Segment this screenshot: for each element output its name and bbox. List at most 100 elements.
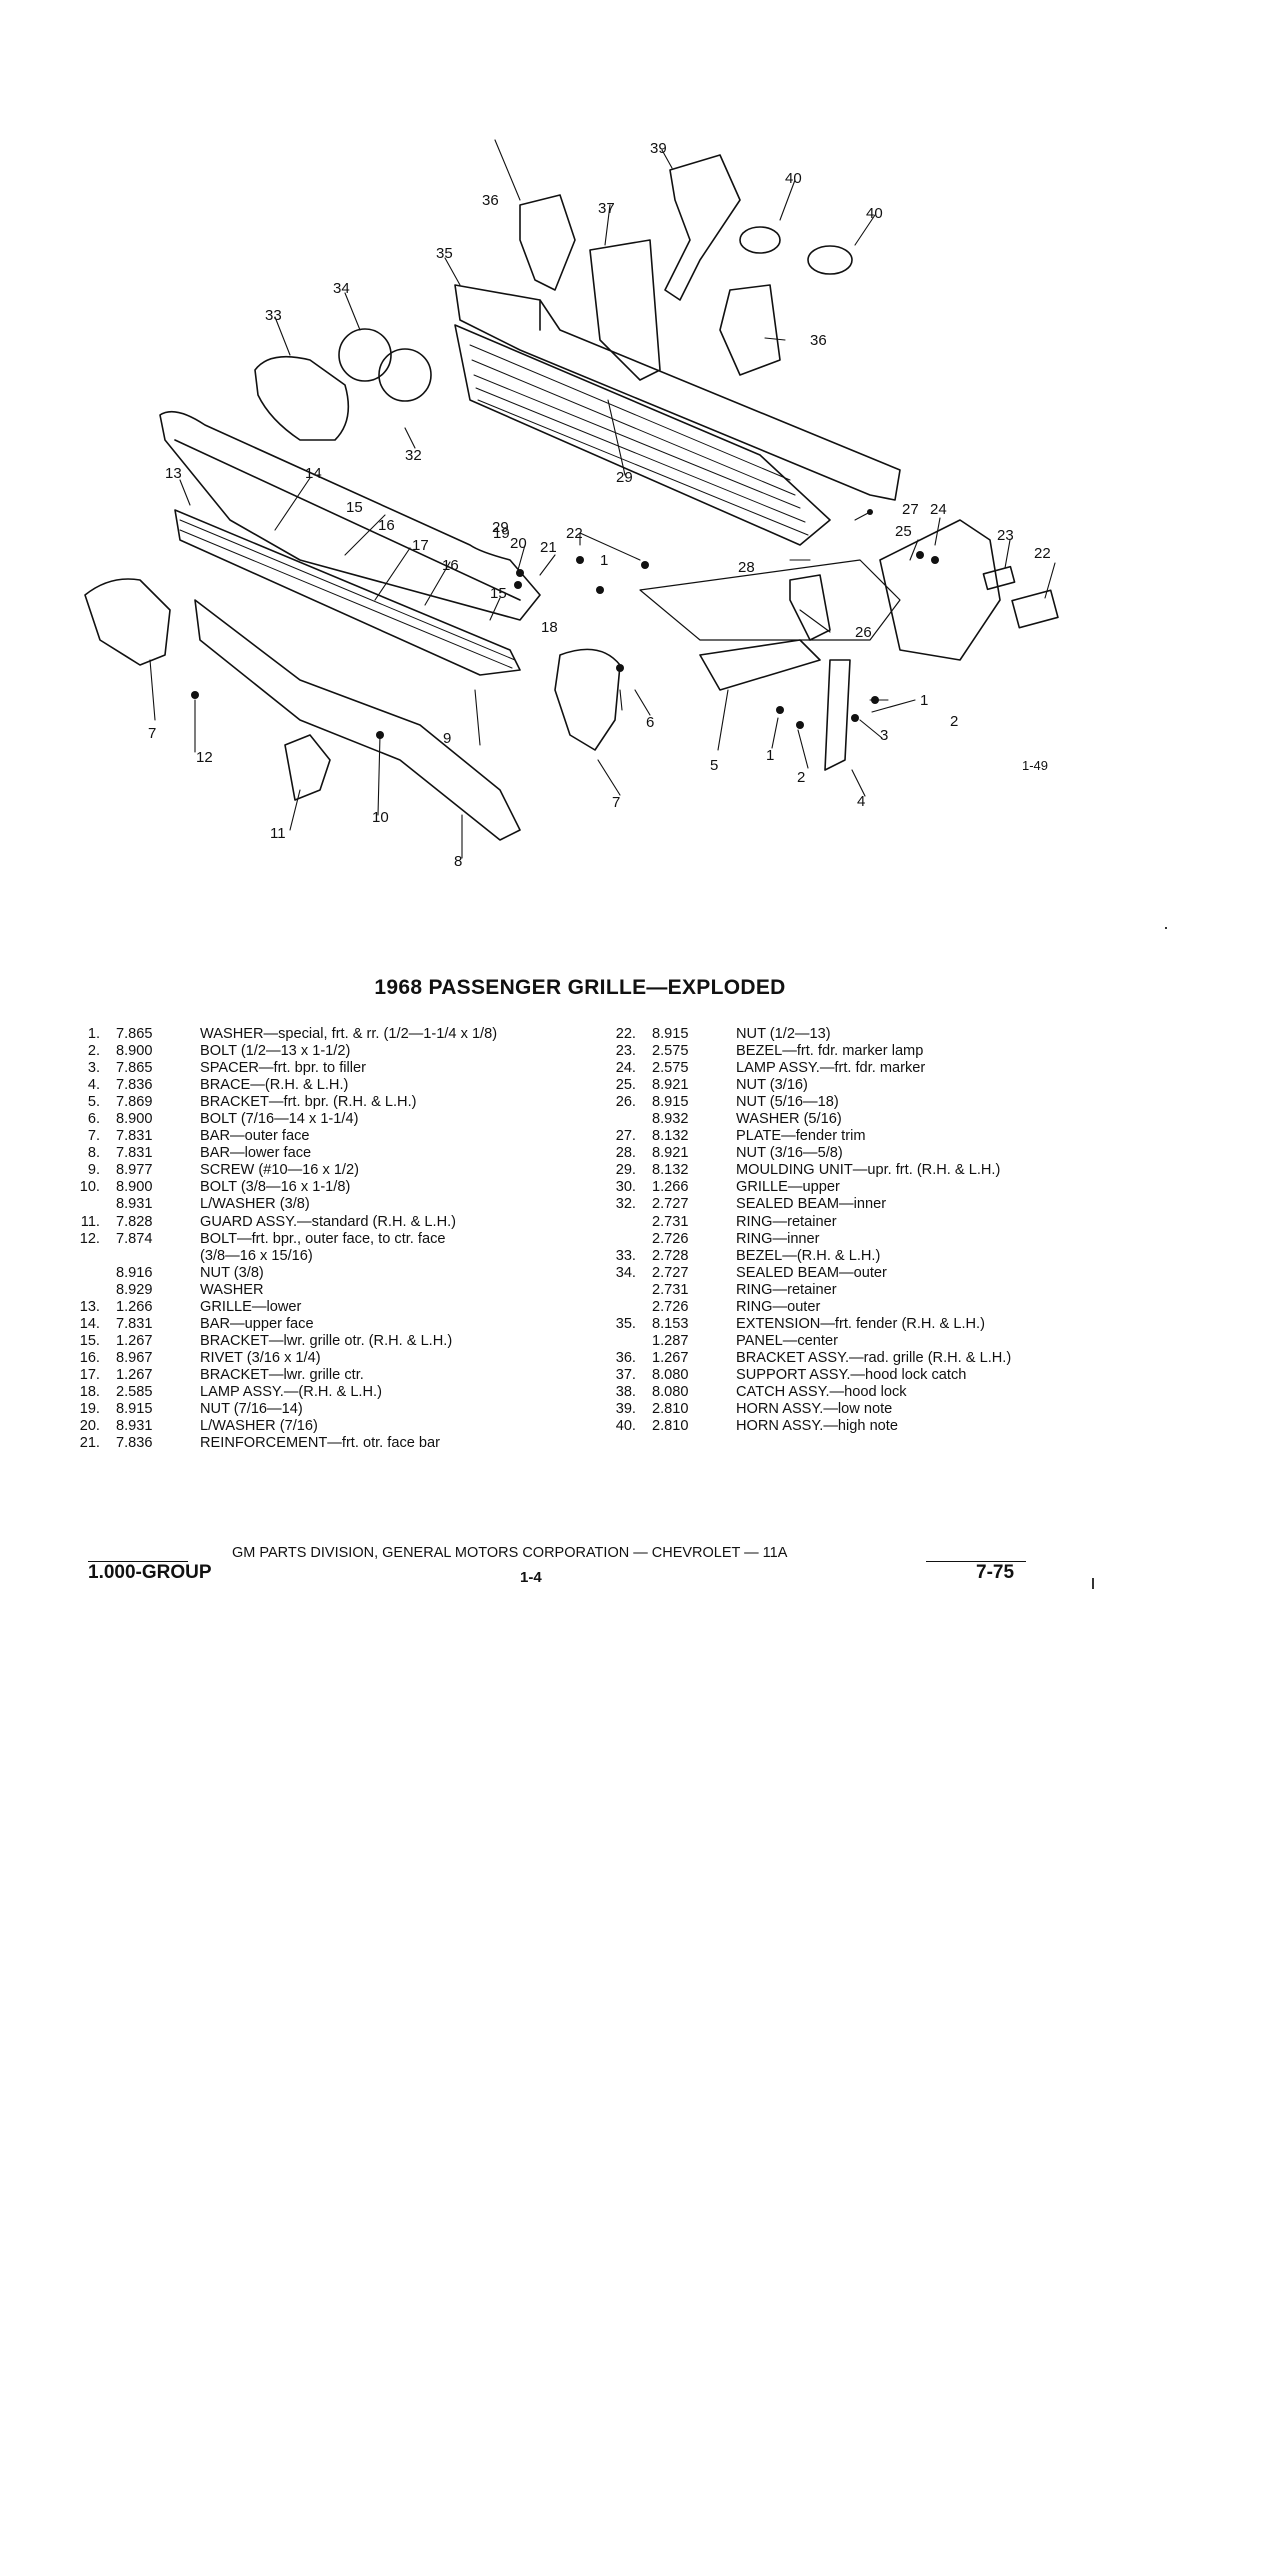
part-description: RING—retainer	[736, 1213, 837, 1230]
part-number: 37.	[615, 1366, 636, 1383]
part-number	[594, 1333, 636, 1350]
group-number: 8.915	[652, 1026, 689, 1042]
part-number: 25.	[615, 1077, 636, 1094]
upper-face-bar	[159, 410, 541, 621]
part-number	[58, 1265, 100, 1282]
svg-text:36: 36	[482, 192, 499, 209]
group-number: 1.266	[652, 1179, 689, 1196]
svg-text:8: 8	[454, 853, 462, 870]
part-description: BEZEL—(R.H. & L.H.)	[736, 1247, 881, 1264]
scan-speck	[1165, 927, 1167, 929]
group-number: 2.731	[652, 1213, 689, 1230]
part-description: SCREW (#10—16 x 1/2)	[200, 1162, 359, 1179]
group-number: 1.267	[116, 1332, 153, 1349]
group-number: 1.267	[116, 1366, 153, 1383]
group-number: 7.836	[116, 1435, 153, 1452]
svg-text:9: 9	[443, 730, 451, 747]
part-description: GUARD ASSY.—standard (R.H. & L.H.)	[200, 1213, 457, 1230]
part-number: 18.	[79, 1383, 100, 1400]
part-number: 33.	[615, 1247, 636, 1264]
group-number: 8.929	[116, 1281, 153, 1298]
part-number: 30.	[615, 1179, 636, 1196]
part-description: CATCH ASSY.—hood lock	[736, 1383, 907, 1400]
group-number: 2.575	[652, 1060, 689, 1077]
svg-text:11: 11	[270, 825, 286, 842]
part-description: WASHER	[200, 1281, 264, 1298]
svg-text:5: 5	[710, 757, 718, 774]
svg-text:37: 37	[598, 200, 615, 217]
horn-high	[807, 245, 853, 275]
part-number: 16.	[79, 1349, 100, 1366]
part-description: HORN ASSY.—high note	[736, 1418, 898, 1435]
svg-text:35: 35	[436, 245, 453, 262]
part-number: 28.	[615, 1145, 636, 1162]
svg-text:23: 23	[997, 527, 1014, 544]
part-description: RING—retainer	[736, 1281, 837, 1298]
group-number: 2.585	[116, 1383, 153, 1400]
part-number: 1.	[87, 1026, 100, 1042]
part-number: 10.	[79, 1179, 100, 1196]
part-number: 12.	[79, 1230, 100, 1247]
part-description: SPACER—frt. bpr. to filler	[200, 1060, 366, 1077]
fender-side	[879, 519, 1001, 661]
part-number	[594, 1231, 636, 1248]
svg-text:26: 26	[855, 624, 872, 641]
svg-text:25: 25	[895, 523, 912, 540]
part-description: GRILLE—upper	[736, 1179, 840, 1196]
group-number: 7.865	[116, 1026, 153, 1042]
part-description: HORN ASSY.—low note	[736, 1401, 893, 1418]
svg-text:2: 2	[797, 769, 805, 786]
part-description: NUT (3/8)	[200, 1264, 264, 1281]
part-description: SEALED BEAM—inner	[736, 1196, 887, 1213]
part-number: 3.	[87, 1060, 100, 1077]
group-number: 7.865	[116, 1060, 153, 1077]
parts-list-row: (3/8—16 x 15/16)	[58, 1248, 578, 1265]
svg-text:6: 6	[646, 714, 654, 731]
part-number: 15.	[79, 1332, 100, 1349]
group-number: 2.728	[652, 1247, 689, 1264]
part-description: NUT (1/2—13)	[736, 1026, 831, 1042]
part-number: 29.	[615, 1162, 636, 1179]
svg-text:1: 1	[600, 552, 608, 569]
part-description: BAR—lower face	[200, 1145, 312, 1162]
part-description: WASHER—special, frt. & rr. (1/2—1-1/4 x …	[200, 1026, 498, 1042]
group-number: 8.932	[652, 1111, 689, 1128]
svg-text:34: 34	[333, 280, 350, 297]
horn-low	[739, 226, 781, 254]
svg-text:20: 20	[510, 535, 527, 552]
footer-group: 1.000-GROUP	[88, 1562, 212, 1583]
part-number: 6.	[87, 1111, 100, 1128]
group-number: 8.080	[652, 1366, 689, 1383]
group-number: 1.266	[116, 1298, 153, 1315]
lower-face-bar	[194, 599, 521, 841]
part-description: BOLT (1/2—13 x 1-1/2)	[200, 1043, 351, 1060]
svg-text:1: 1	[766, 747, 774, 764]
part-number: 23.	[615, 1043, 636, 1060]
part-number	[594, 1111, 636, 1128]
part-number: 4.	[87, 1077, 100, 1094]
group-number: 8.153	[652, 1315, 689, 1332]
group-number: 7.874	[116, 1230, 153, 1247]
parts-list-left: 1. 7.865 WASHER—special, frt. & rr. (1/2—1…	[58, 1026, 578, 1452]
group-number: 2.726	[652, 1230, 689, 1247]
part-description: LAMP ASSY.—(R.H. & L.H.)	[200, 1383, 382, 1400]
group-number: 2.810	[652, 1418, 689, 1435]
hood-lock-support	[589, 239, 661, 381]
parts-list-row: 2.731 RING—retainer	[594, 1214, 1074, 1231]
part-number: 22.	[615, 1026, 636, 1042]
